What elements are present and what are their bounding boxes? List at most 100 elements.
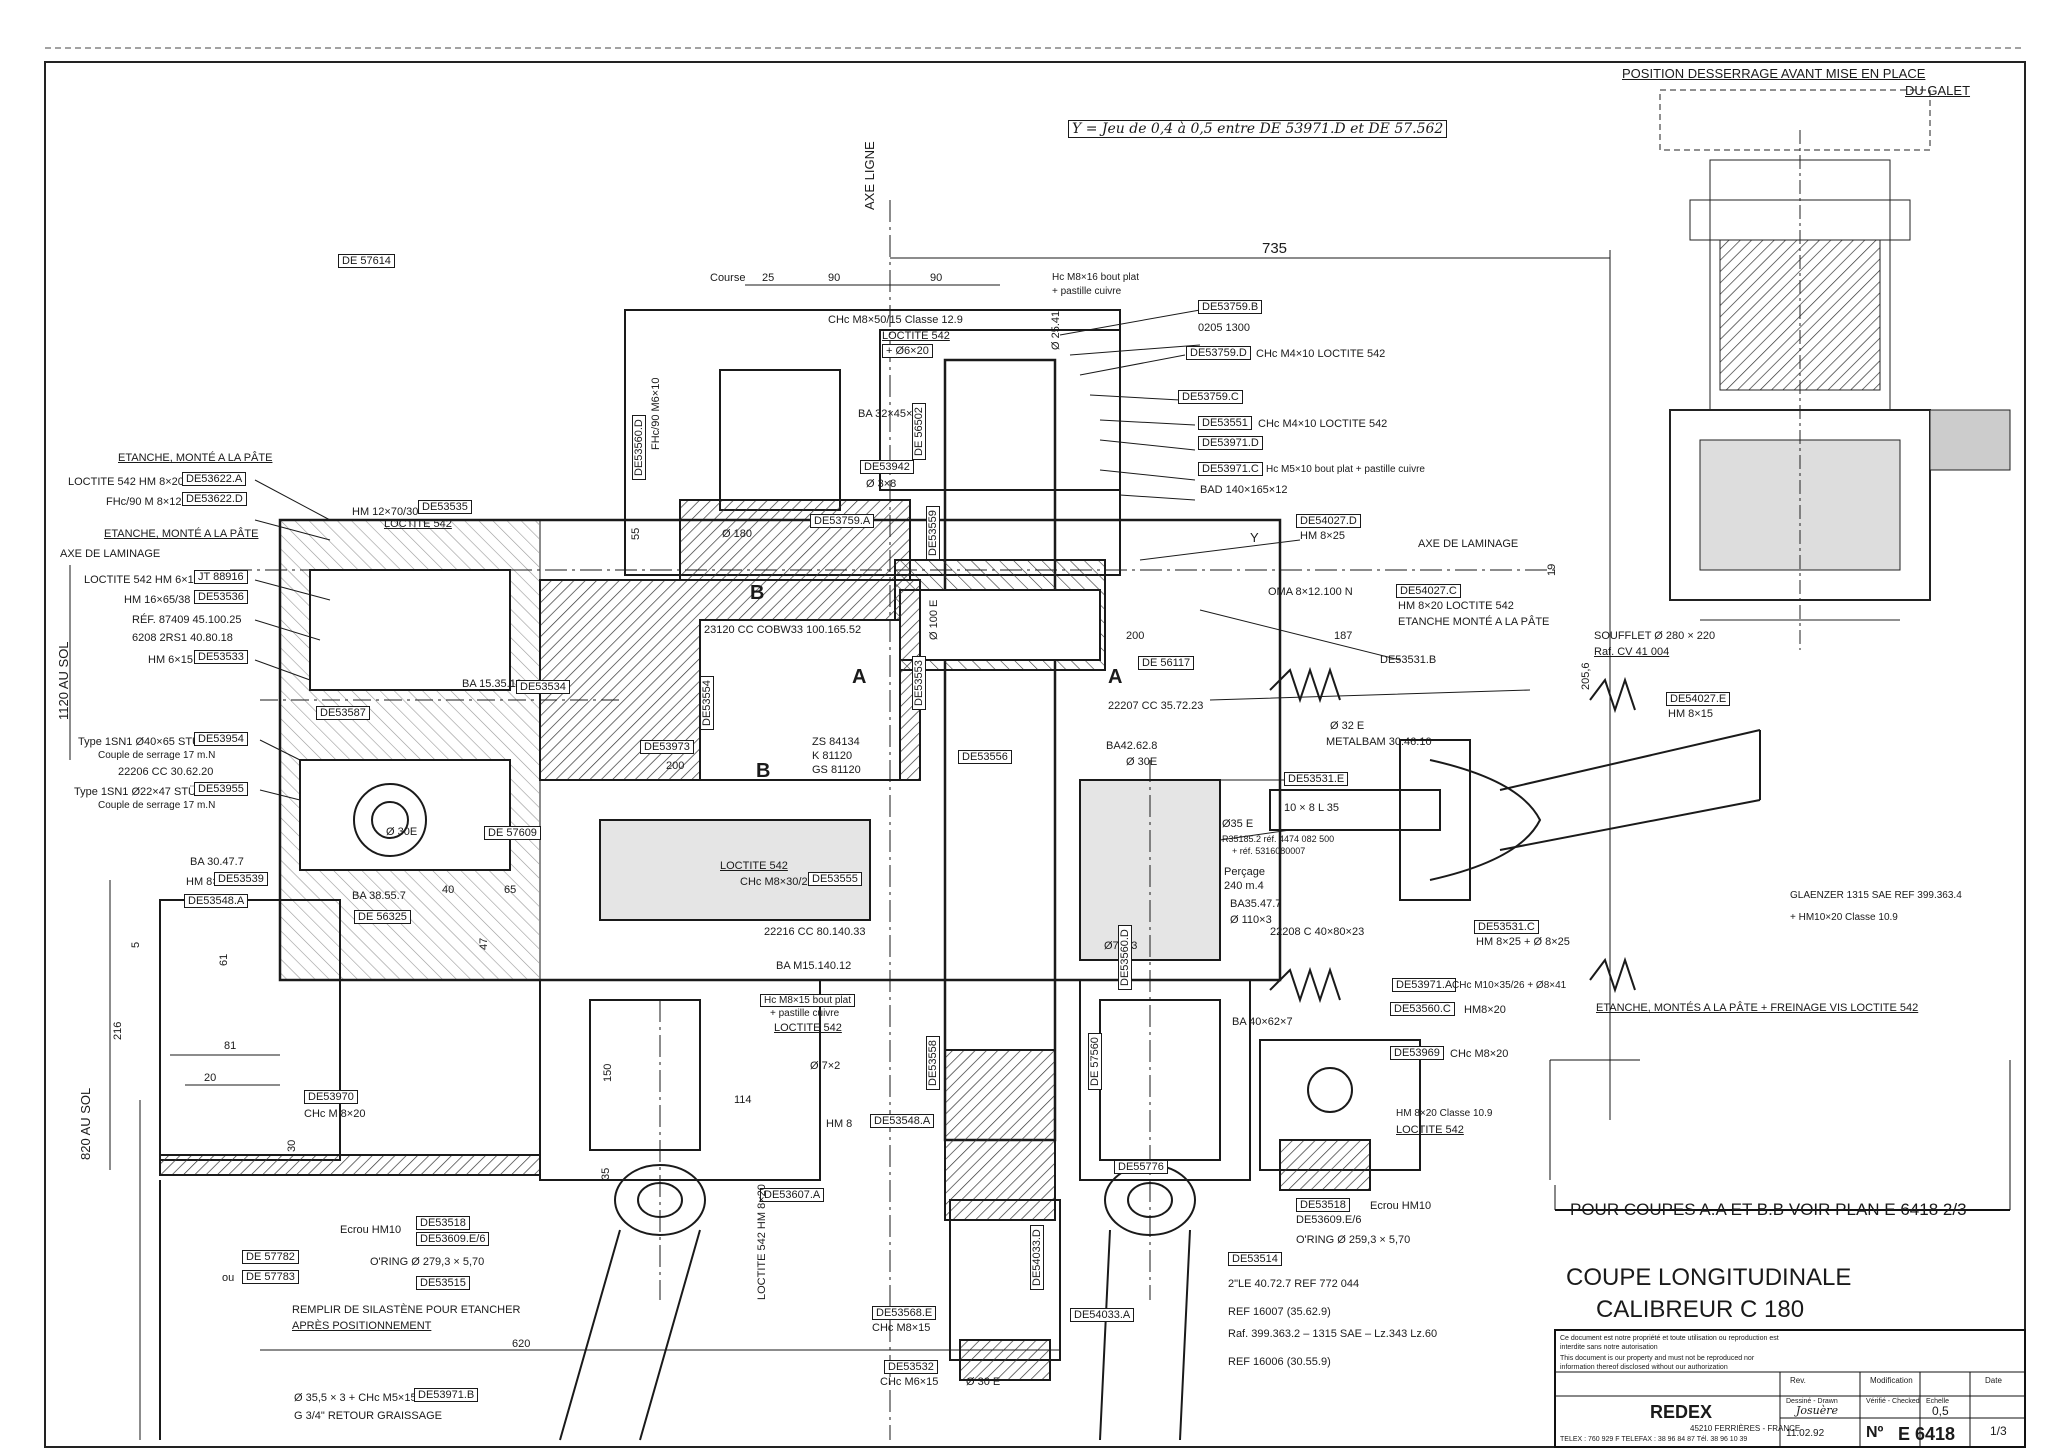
label-etanche-2: ETANCHE, MONTÉ A LA PÂTE (104, 528, 259, 540)
label-6208: 6208 2RS1 40.80.18 (132, 632, 233, 644)
dim-30: 30 (286, 1139, 298, 1152)
label-remplir-1: REMPLIR DE SILASTÈNE POUR ETANCHER (292, 1304, 521, 1316)
label-0205: 0205 1300 (1198, 322, 1250, 334)
label-d180: Ø 180 (722, 528, 752, 540)
dim-5: 5 (130, 941, 142, 948)
label-d7x2: Ø 7×2 (810, 1060, 841, 1072)
dim-35: 35 (600, 1167, 612, 1180)
section-mark-b-bottom: B (756, 760, 771, 782)
label-de53515: DE53515 (416, 1276, 470, 1290)
label-de53536: DE53536 (194, 590, 248, 604)
label-de53973: DE53973 (640, 740, 694, 754)
date-label: Date (1985, 1376, 2002, 1385)
company-logo-text: REDEX (1650, 1402, 1713, 1422)
label-de53622d: DE53622.D (182, 492, 247, 506)
label-de53539: DE53539 (214, 872, 268, 886)
drawing-title-line1: COUPE LONGITUDINALE (1566, 1264, 1852, 1291)
label-de53534: DE53534 (516, 680, 570, 694)
dim-55: 55 (630, 527, 642, 540)
dim-150: 150 (602, 1063, 614, 1082)
label-de53954: DE53954 (194, 732, 248, 746)
checked-label: Vérifié - Checked (1866, 1398, 1920, 1405)
label-course: Course (710, 272, 746, 284)
scale-value: 0,5 (1932, 1404, 1949, 1418)
label-hm8-classe: HM 8×20 Classe 10.9 (1396, 1108, 1493, 1119)
label-de54033d: DE54033.D (1030, 1225, 1044, 1290)
label-de53970: DE53970 (304, 1090, 358, 1104)
rev-label: Rev. (1790, 1376, 1806, 1385)
label-de56325: DE 56325 (354, 910, 411, 924)
label-de53548a-center: DE53548.A (870, 1114, 935, 1128)
label-de56502: DE 56502 (912, 403, 926, 460)
label-820-au-sol: 820 AU SOL (78, 1087, 93, 1160)
label-fhc-m6: FHc/90 M6×10 (650, 377, 662, 450)
label-ecrou-hm10-right: Ecrou HM10 (1370, 1200, 1432, 1212)
label-de53622a: DE53622.A (182, 472, 247, 486)
company-telex: TELEX : 760 929 F TELEFAX : 38 96 84 87 … (1560, 1436, 1748, 1443)
label-de53759a: DE53759.A (810, 514, 875, 528)
label-d6x20: + Ø6×20 (882, 344, 933, 358)
label-d100e: Ø 100 E (928, 599, 940, 640)
label-oring-left: O'RING Ø 279,3 × 5,70 (370, 1256, 485, 1268)
label-de53568: DE53568.E (872, 1306, 937, 1320)
label-fhc90: FHc/90 M 8×12 (106, 496, 182, 508)
modification-label: Modification (1870, 1376, 1913, 1385)
label-de53555: DE53555 (808, 872, 862, 886)
label-d30e-right: Ø 30E (1126, 756, 1158, 768)
dim-19: 19 (1546, 563, 1558, 576)
label-de53560d-right: DE53560.D (1118, 925, 1132, 990)
sheet-frame (44, 61, 2026, 1448)
label-d30e-bottom: Ø 30 E (966, 1376, 1001, 1388)
label-de53759d: DE53759.D (1186, 346, 1251, 360)
label-jt88916: JT 88916 (194, 570, 248, 584)
label-de53971b: DE53971.B (414, 1388, 479, 1402)
label-de53531c: DE53531.C (1474, 920, 1539, 934)
label-gs81120: GS 81120 (812, 764, 861, 776)
main-section-drawing (69, 200, 1761, 1441)
label-loctite-542-top: LOCTITE 542 (882, 330, 950, 342)
position-title-line2: DU GALET (1905, 83, 1971, 98)
dim-65: 65 (504, 884, 517, 896)
label-pastille-cuivre-1: + pastille cuivre (770, 1008, 840, 1019)
label-de53560d-v: DE53560.D (632, 415, 646, 480)
label-ba35: BA35.47.7 (1230, 898, 1282, 910)
label-pastille-cuivre-2: + pastille cuivre (1052, 286, 1122, 297)
label-metalbam: METALBAM 30.46.10 (1326, 736, 1432, 748)
label-de53531e: DE53531.E (1284, 772, 1349, 786)
label-axe-laminage-left: AXE DE LAMINAGE (60, 548, 161, 560)
label-etanche-freinage: ETANCHE, MONTÉS A LA PÂTE + FREINAGE VIS… (1596, 1002, 1919, 1014)
dim-81: 81 (224, 1040, 237, 1052)
dim-90-b: 90 (930, 272, 943, 284)
axe-ligne-label: AXE LIGNE (862, 141, 877, 210)
label-loctite-542-right: LOCTITE 542 (1396, 1124, 1464, 1136)
dim-40: 40 (442, 884, 455, 896)
label-de54033a: DE54033.A (1070, 1308, 1135, 1322)
section-mark-b-top: B (750, 582, 765, 604)
dim-216: 216 (112, 1021, 124, 1040)
dim-20: 20 (204, 1072, 217, 1084)
label-de54027d: DE54027.D (1296, 514, 1361, 528)
label-10x8: 10 × 8 L 35 (1284, 802, 1339, 814)
label-loctite-542-c: LOCTITE 542 (720, 860, 788, 872)
label-chc-m8-20-right: CHc M8×20 (1450, 1048, 1509, 1060)
label-raf-cv: Raf. CV 41 004 (1594, 646, 1670, 658)
label-etanche-1: ETANCHE, MONTÉ A LA PÂTE (118, 452, 273, 464)
company-address: 45210 FERRIÈRES - FRANCE (1690, 1424, 1801, 1433)
label-loctite-542-d: LOCTITE 542 (774, 1022, 842, 1034)
dim-205: 205,6 (1580, 662, 1592, 690)
label-chc-m8-15: CHc M8×15 (872, 1322, 931, 1334)
label-percage: Perçage (1224, 866, 1265, 878)
label-hm8x25-a: HM 8×25 (1300, 530, 1345, 542)
label-retour-graissage: G 3/4" RETOUR GRAISSAGE (294, 1410, 442, 1422)
label-d3x8: Ø 3×8 (866, 478, 897, 490)
label-de53971a: DE53971.A (1392, 978, 1457, 992)
confidential-en: This document is our property and must n… (1560, 1355, 1755, 1371)
dim-25: 25 (762, 272, 775, 284)
label-240: 240 m.4 (1224, 880, 1264, 892)
label-ba-m15: BA M15.140.12 (776, 960, 852, 972)
label-de53559: DE53559 (926, 506, 940, 560)
label-chc-m10: CHc M10×35/26 + Ø8×41 (1452, 980, 1567, 991)
label-ba15: BA 15.35.10 (462, 678, 522, 690)
label-r35185b: + réf. 5316080007 (1232, 846, 1306, 856)
